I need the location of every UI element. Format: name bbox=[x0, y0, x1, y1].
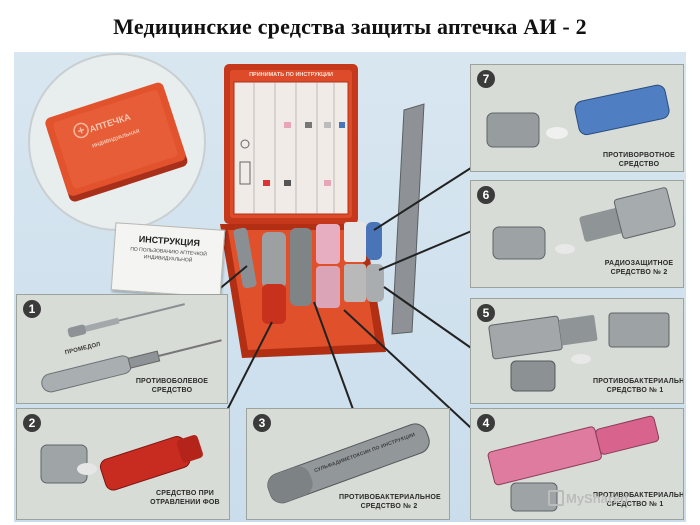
item-caption-5: ПРОТИВОБАКТЕРИАЛЬНОЕ СРЕДСТВО № 1 bbox=[593, 378, 684, 394]
panel-item-3: 3 СУЛЬФАДИМЕТОКСИН ПО ИНСТРУКЦИИ ПРОТИВО… bbox=[246, 408, 450, 520]
illustration: АПТЕЧКА ИНДИВИДУАЛЬНАЯ ПРИНИМАТЬ ПО ИНСТ… bbox=[14, 52, 686, 522]
panel-item-6: 6 РАДИОЗАЩИТНОЕ СРЕДСТВО № 2 bbox=[470, 180, 684, 288]
panel-item-2: 2 СРЕДСТВО ПРИ ОТРАВЛЕНИИ ФОВ bbox=[16, 408, 230, 520]
closed-kit-illustration bbox=[28, 53, 485, 441]
instruction-sheet: ИНСТРУКЦИЯ ПО ПОЛЬЗОВАНИЮ АПТЕЧКОЙ ИНДИВ… bbox=[110, 222, 226, 298]
item-number-3: 3 bbox=[253, 414, 271, 432]
item-number-2: 2 bbox=[23, 414, 41, 432]
item-number-5: 5 bbox=[477, 304, 495, 322]
panel-item-1: 1 ПРОМЕДОЛ ПРОТИВОБОЛЕВОЕ СРЕДСТВО bbox=[16, 294, 228, 404]
item-number-4: 4 bbox=[477, 414, 495, 432]
panel-item-4: 4 ПРОТИВОБАКТЕРИАЛЬНОЕ СРЕДСТВО № 1 bbox=[470, 408, 684, 520]
item-caption-3: ПРОТИВОБАКТЕРИАЛЬНОЕ СРЕДСТВО № 2 bbox=[339, 494, 441, 510]
watermark-logo-icon bbox=[548, 490, 564, 506]
item-number-7: 7 bbox=[477, 70, 495, 88]
grey-pencil-case-illustration bbox=[267, 423, 430, 504]
panel-item-5: 5 ПРОТИВОБАКТЕРИАЛЬНОЕ СРЕДСТВО № 1 bbox=[470, 298, 684, 404]
item-caption-7: ПРОТИВОРВОТНОЕ СРЕДСТВО bbox=[603, 152, 675, 168]
syringe-tube-illustration bbox=[41, 303, 222, 393]
blue-tube-illustration bbox=[486, 84, 670, 148]
square-tube-illustration-5 bbox=[488, 312, 670, 392]
item-caption-6: РАДИОЗАЩИТНОЕ СРЕДСТВО № 2 bbox=[604, 260, 674, 276]
lid-header: ПРИНИМАТЬ ПО ИНСТРУКЦИИ bbox=[249, 72, 333, 78]
panel-item-7: 7 ПРОТИВОРВОТНОЕ СРЕДСТВО bbox=[470, 64, 684, 172]
item-caption-1: ПРОТИВОБОЛЕВОЕ СРЕДСТВО bbox=[135, 378, 209, 394]
page-title: Медицинские средства защиты аптечка АИ -… bbox=[113, 14, 587, 39]
pink-pencil-case-illustration bbox=[487, 415, 660, 512]
watermark-text: MyShared bbox=[566, 491, 629, 506]
item-number-1: 1 bbox=[23, 300, 41, 318]
square-tube-illustration-6 bbox=[492, 187, 676, 260]
item-caption-2: СРЕДСТВО ПРИ ОТРАВЛЕНИИ ФОВ bbox=[150, 490, 220, 506]
instruction-subtitle: ПО ПОЛЬЗОВАНИЮ АПТЕЧКОЙ ИНДИВИДУАЛЬНОЙ bbox=[130, 246, 208, 264]
watermark: MyShared bbox=[548, 490, 628, 506]
item-caption-4: ПРОТИВОБАКТЕРИАЛЬНОЕ СРЕДСТВО № 1 bbox=[593, 492, 684, 508]
item-number-6: 6 bbox=[477, 186, 495, 204]
red-antidote-illustration bbox=[40, 434, 203, 491]
